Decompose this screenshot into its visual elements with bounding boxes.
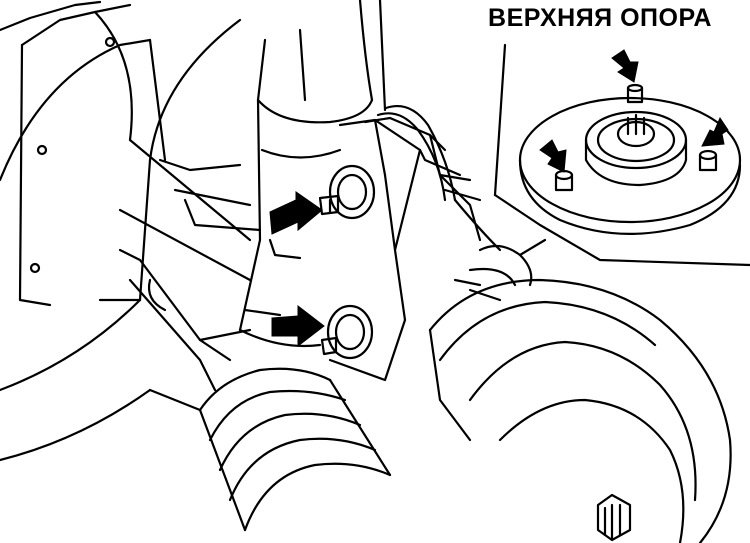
upper-bolt	[318, 164, 376, 220]
brake-disc	[428, 238, 732, 543]
brake-hose	[376, 104, 502, 252]
drive-shaft-boot	[0, 367, 392, 532]
inset-title: ВЕРХНЯЯ ОПОРА	[488, 4, 712, 32]
knuckle-bracket	[328, 116, 482, 382]
lower-bolt	[320, 304, 374, 360]
pointer-arrows	[269, 49, 729, 348]
fender-panel	[0, 0, 242, 392]
subframe	[118, 138, 262, 392]
strut-body	[238, 0, 387, 348]
inset-upper-mount	[493, 43, 750, 267]
wheel-stud	[596, 493, 632, 542]
